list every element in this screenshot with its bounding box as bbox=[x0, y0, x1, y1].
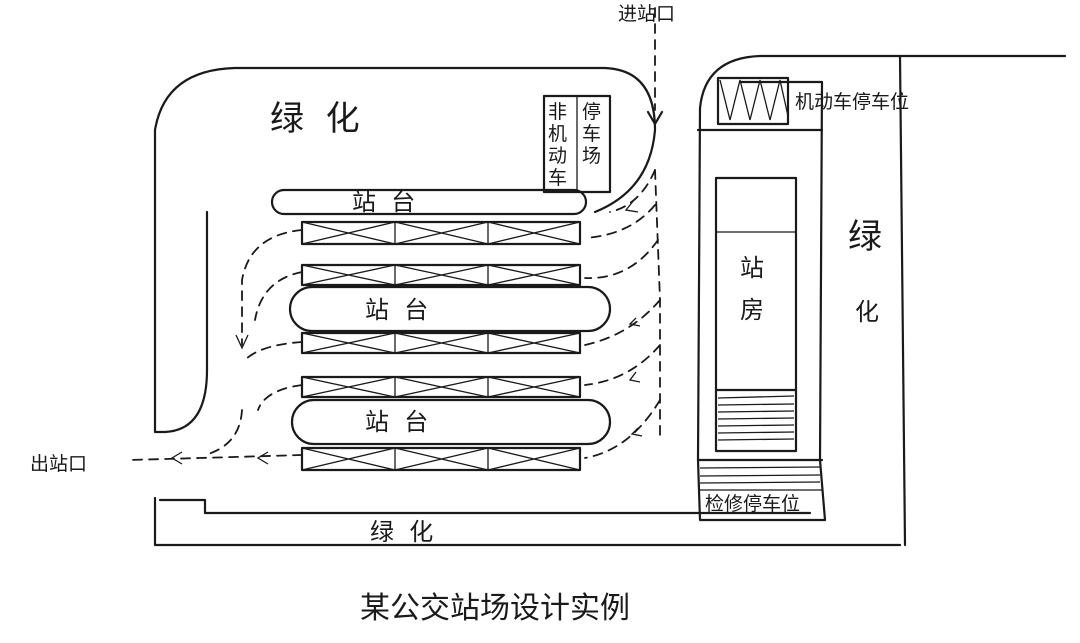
green-area-bottom-label: 绿 化 bbox=[370, 518, 433, 546]
inspection-bay-hatch bbox=[699, 466, 821, 484]
green-area-boundary bbox=[153, 66, 657, 434]
entrance-label: 进站口 bbox=[618, 3, 675, 25]
nonmotor-parking-label-col-2: 停车场 bbox=[582, 101, 601, 167]
diagram-caption: 某公交站场设计实例 bbox=[360, 591, 630, 626]
station-house-stairs bbox=[717, 395, 795, 441]
site-right-border bbox=[898, 54, 907, 547]
bus-bay-row bbox=[300, 331, 582, 355]
station-house bbox=[714, 176, 798, 453]
platform-1 bbox=[270, 188, 588, 216]
nonmotor-parking-label-col-1: 非机动车 bbox=[548, 101, 567, 189]
green-area-right-label-2: 化 bbox=[855, 298, 879, 326]
site-bottom-border bbox=[153, 496, 902, 547]
bus-flow-paths bbox=[129, 7, 661, 461]
motor-parking-label: 机动车停车位 bbox=[795, 91, 909, 113]
bottom-green-strip bbox=[158, 498, 812, 515]
station-house-label-1: 站 bbox=[740, 254, 764, 282]
flow-arrows bbox=[170, 110, 664, 465]
green-area-top-label: 绿 化 bbox=[270, 99, 360, 139]
inspection-parking-label: 检修停车位 bbox=[705, 493, 800, 515]
bus-bays bbox=[300, 220, 582, 472]
platform-2-label: 站 台 bbox=[365, 296, 428, 324]
platform-3-label: 站 台 bbox=[365, 408, 428, 436]
site-top-border bbox=[698, 54, 1067, 110]
platform-2 bbox=[288, 285, 612, 333]
platform-1-label: 站 台 bbox=[352, 188, 415, 216]
station-house-label-2: 房 bbox=[740, 296, 764, 324]
bus-bay-row bbox=[300, 220, 582, 246]
bus-bay-row bbox=[300, 263, 582, 287]
platform-3 bbox=[290, 398, 612, 446]
motor-parking-bays bbox=[716, 76, 790, 126]
nonmotor-parking-label: 非机动车 停车场 bbox=[548, 101, 601, 189]
green-area-right-label-1: 绿 bbox=[848, 217, 882, 257]
exit-label: 出站口 bbox=[30, 453, 87, 475]
bus-bay-row bbox=[300, 375, 582, 399]
bus-bay-row bbox=[300, 446, 582, 472]
